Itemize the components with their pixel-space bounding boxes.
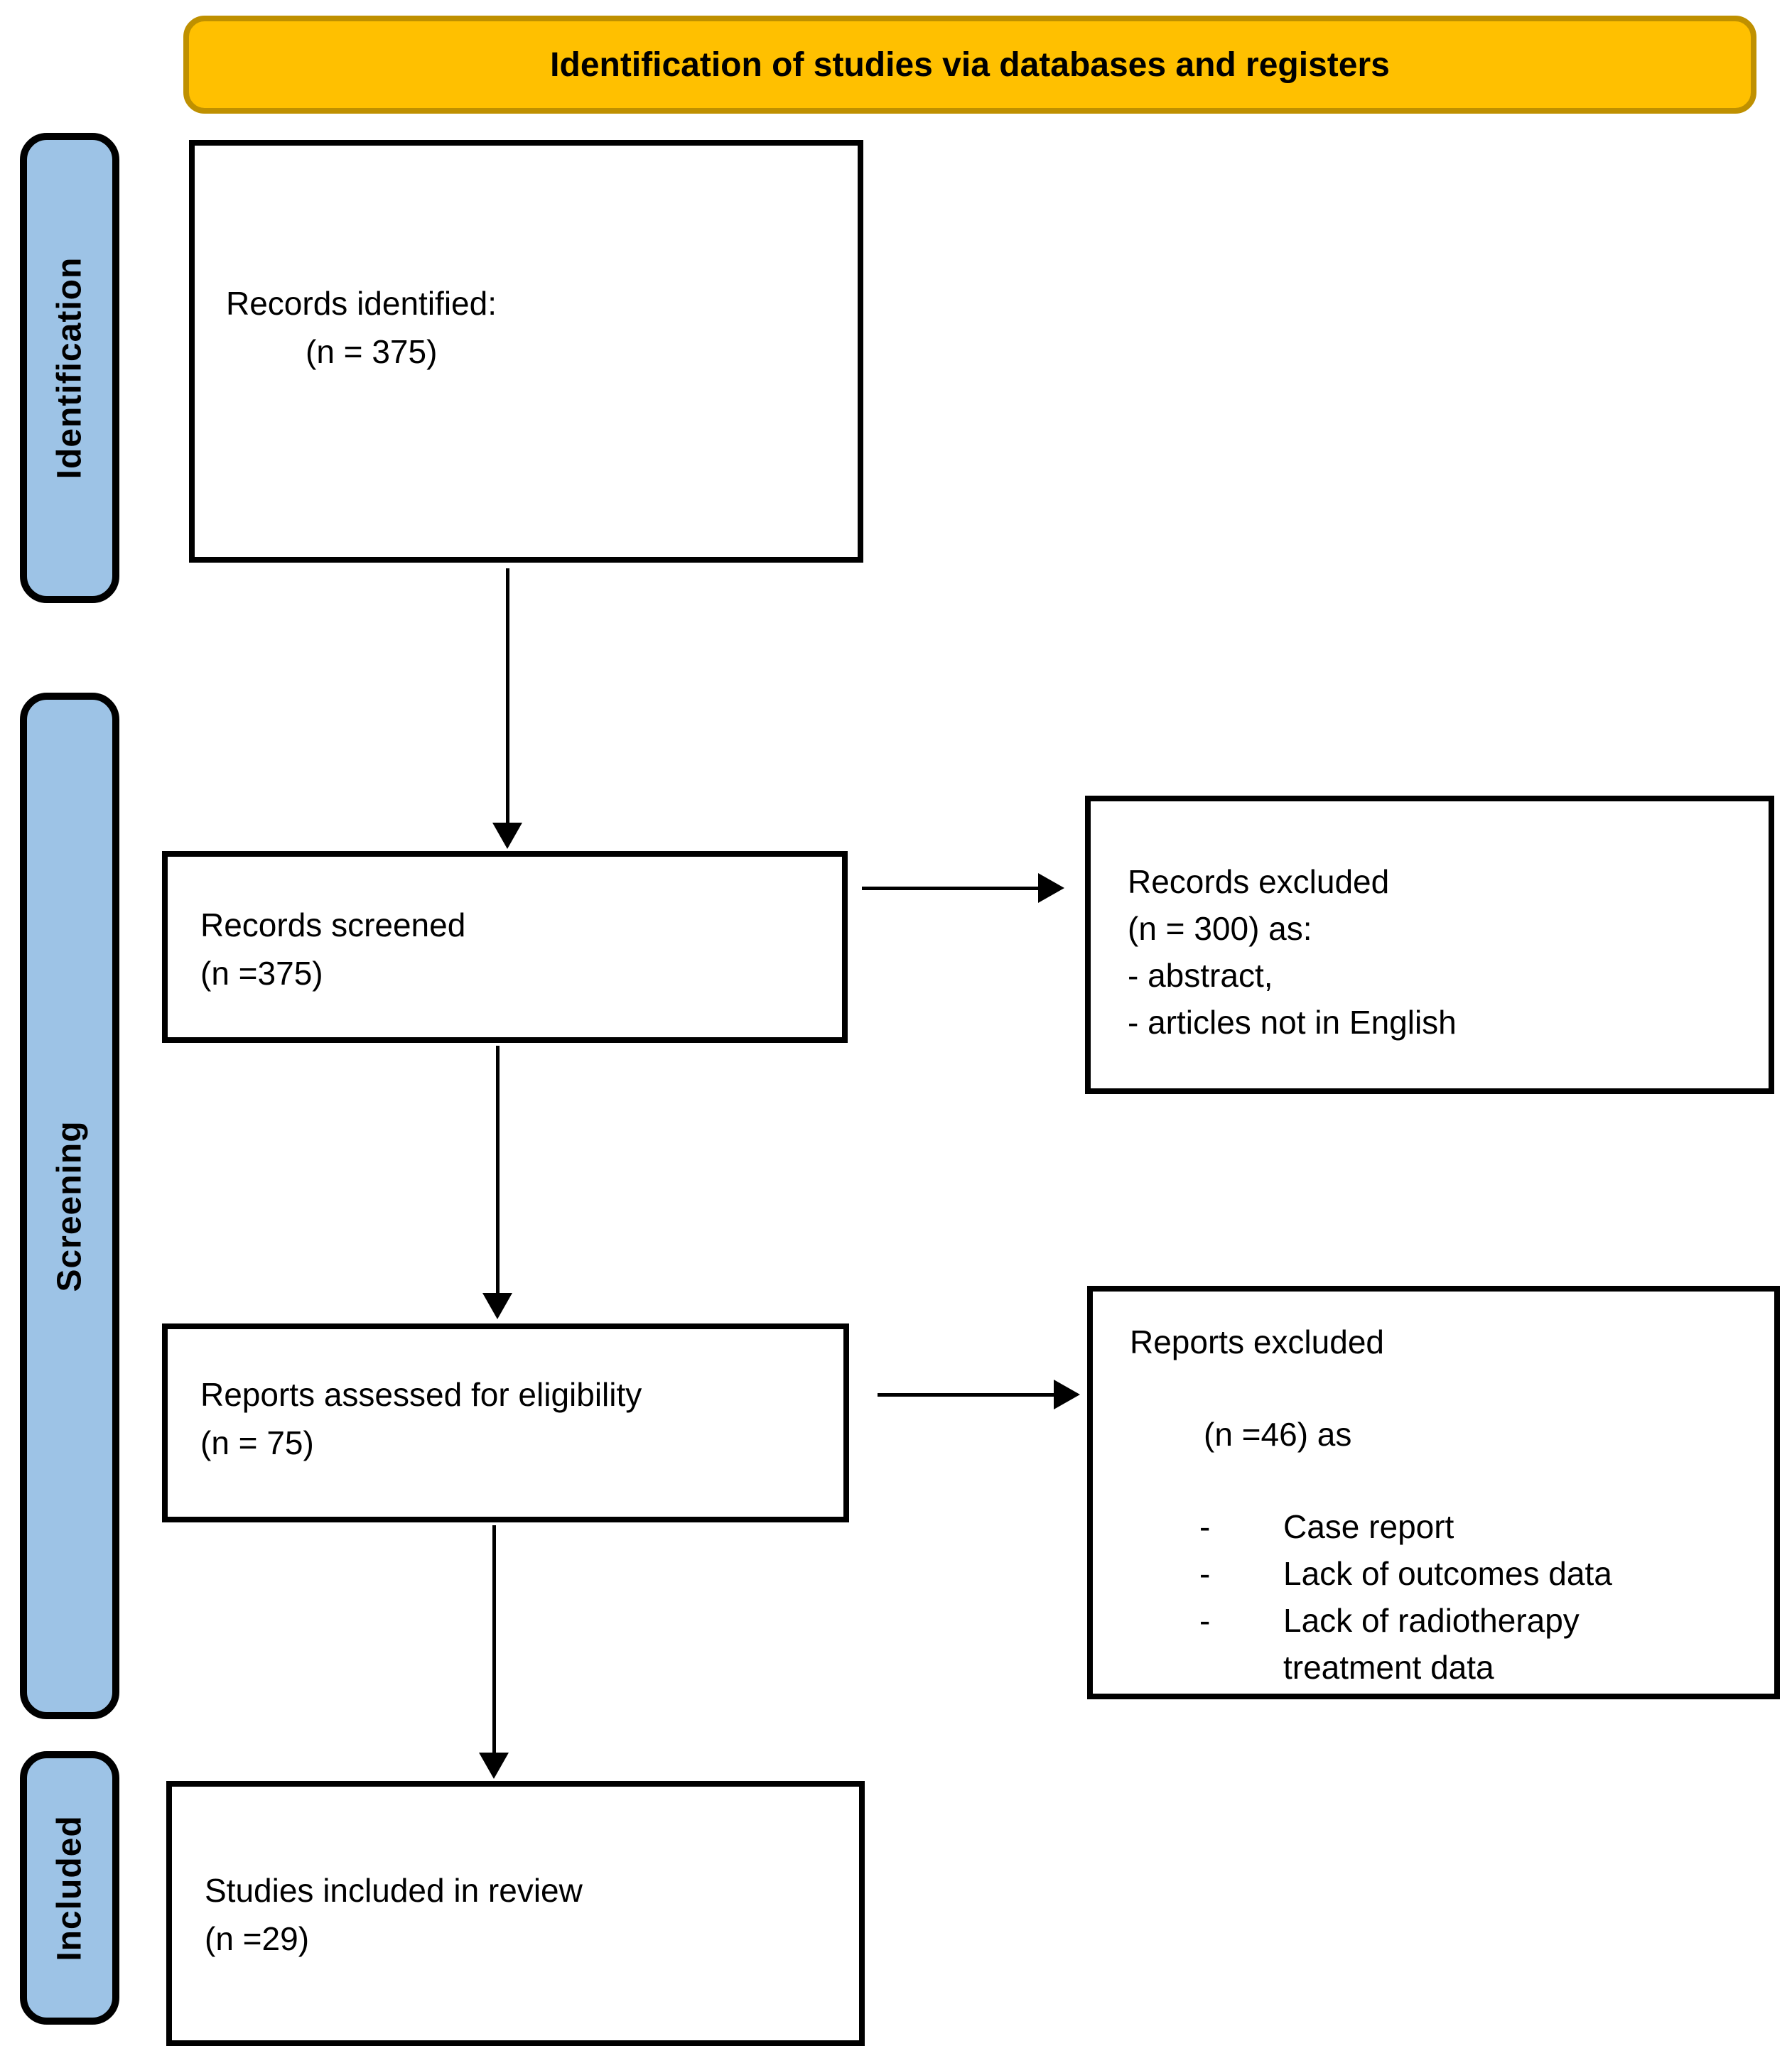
records-identified-count: (n = 375) [306, 333, 438, 370]
reason-item: - Lack of radiotherapy treatment data [1130, 1597, 1753, 1691]
reason-item: - Lack of outcomes data [1130, 1550, 1753, 1597]
records-excluded-title: Records excluded [1128, 863, 1390, 900]
header-banner: Identification of studies via databases … [183, 16, 1756, 114]
arrow-down-icon [492, 823, 522, 849]
bullet-dash: - [1199, 1602, 1211, 1639]
bullet-dash: - [1199, 1555, 1211, 1592]
stage-label-included: Included [20, 1751, 119, 2025]
records-screened-count: (n =375) [200, 955, 323, 992]
reason-text: Lack of outcomes data [1283, 1555, 1612, 1592]
box-reports-excluded: Reports excluded (n =46) as - Case repor… [1087, 1286, 1780, 1699]
arrow-identified-to-screened-line [506, 568, 509, 825]
box-records-identified: Records identified: (n = 375) [189, 140, 863, 563]
reason-item: - Case report [1130, 1503, 1753, 1550]
arrow-down-icon [479, 1753, 509, 1779]
records-excluded-count: (n = 300) as: [1128, 910, 1312, 947]
studies-included-count: (n =29) [205, 1920, 310, 1957]
reports-excluded-reason-list: - Case report - Lack of outcomes data - … [1130, 1503, 1753, 1691]
records-screened-title: Records screened [200, 906, 466, 943]
arrow-screened-to-assessed-line [496, 1046, 500, 1296]
stage-label-identification: Identification [20, 133, 119, 603]
reports-excluded-title: Reports excluded [1130, 1323, 1384, 1360]
stage-label-screening-text: Screening [50, 1120, 89, 1292]
reports-assessed-count: (n = 75) [200, 1424, 314, 1461]
studies-included-title: Studies included in review [205, 1872, 583, 1909]
header-title: Identification of studies via databases … [550, 45, 1390, 84]
records-excluded-reason: - articles not in English [1128, 1004, 1457, 1041]
arrow-assessed-to-included-line [492, 1525, 496, 1754]
box-studies-included: Studies included in review (n =29) [166, 1781, 865, 2046]
arrow-assessed-to-excluded-line [878, 1393, 1055, 1397]
reason-text: Lack of radiotherapy treatment data [1283, 1602, 1580, 1686]
arrow-screened-to-excluded-line [862, 887, 1040, 890]
reports-assessed-title: Reports assessed for eligibility [200, 1376, 642, 1413]
arrow-right-icon [1054, 1380, 1080, 1409]
stage-label-included-text: Included [50, 1814, 89, 1961]
records-excluded-reason: - abstract, [1128, 957, 1273, 994]
box-records-excluded: Records excluded (n = 300) as: - abstrac… [1085, 796, 1774, 1094]
stage-label-screening: Screening [20, 693, 119, 1719]
stage-label-identification-text: Identification [50, 256, 89, 480]
arrow-right-icon [1038, 873, 1064, 903]
box-reports-assessed: Reports assessed for eligibility (n = 75… [162, 1323, 849, 1522]
box-records-screened: Records screened (n =375) [162, 851, 848, 1043]
bullet-dash: - [1199, 1508, 1211, 1545]
arrow-down-icon [482, 1293, 512, 1319]
reports-excluded-count: (n =46) as [1204, 1416, 1352, 1453]
reason-text: Case report [1283, 1508, 1454, 1545]
records-identified-title: Records identified: [226, 285, 497, 322]
